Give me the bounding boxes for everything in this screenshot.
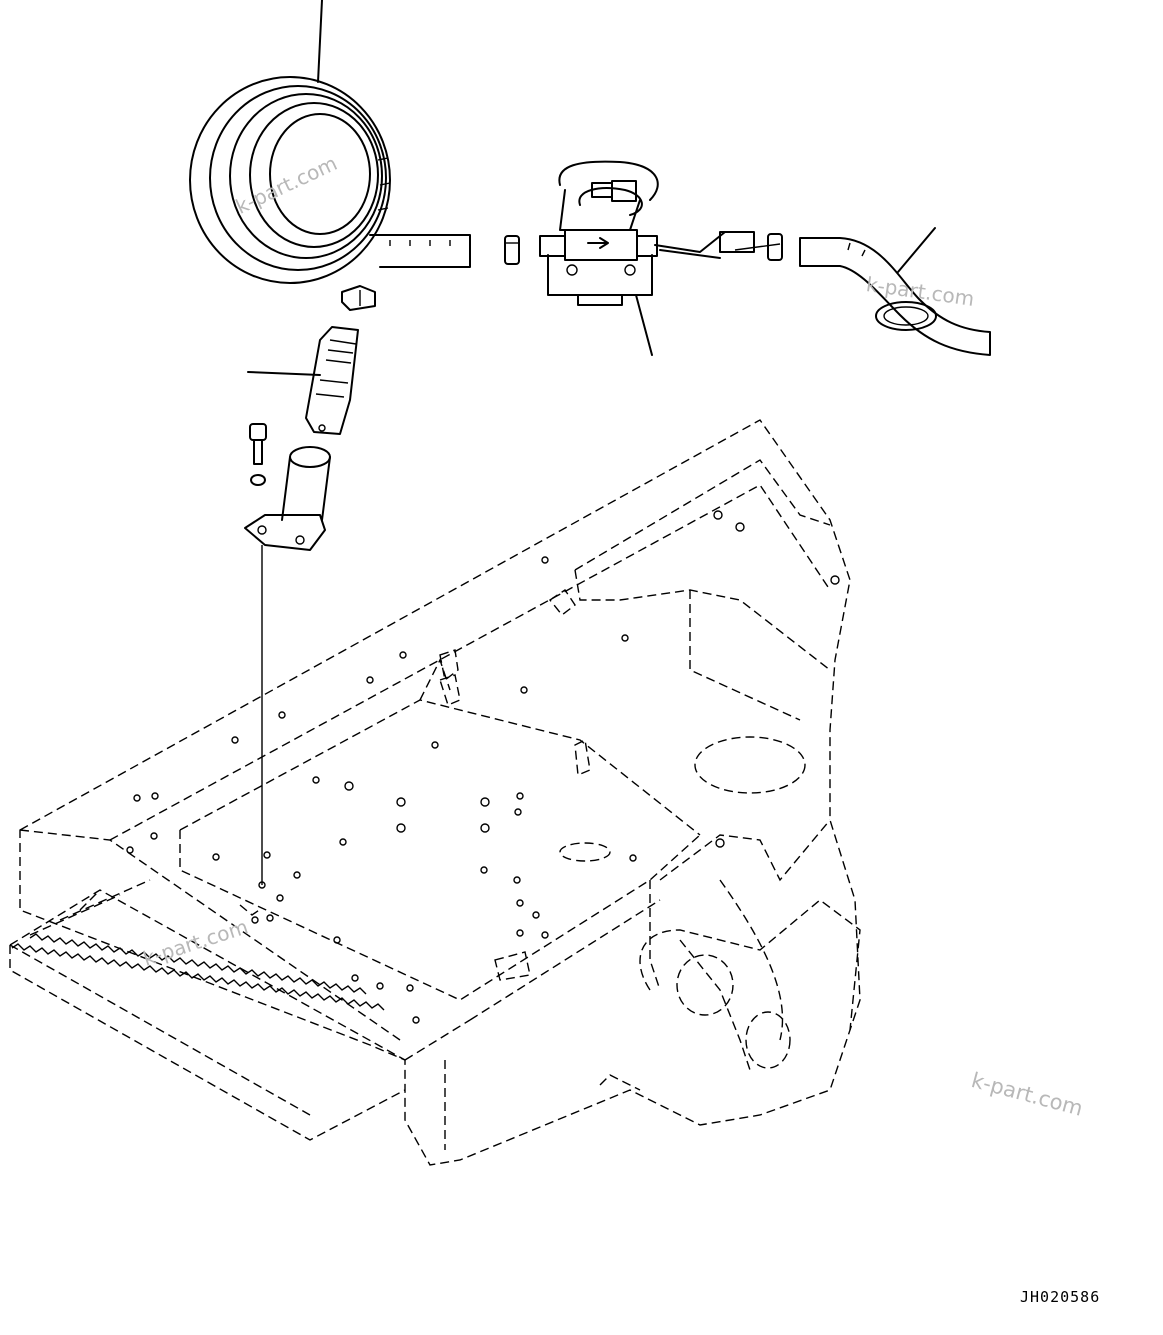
bent-pipe [799, 237, 991, 356]
coiled-hose [189, 76, 471, 284]
leader-line-nipple [247, 371, 321, 376]
hose-nipple [305, 326, 359, 435]
fitting-right [767, 233, 783, 261]
leader-line-pipe [897, 227, 936, 273]
washer [250, 474, 266, 486]
hose-clamp [341, 285, 376, 311]
bolt [249, 423, 267, 465]
drawing-number: JH020586 [1020, 1288, 1101, 1306]
machine-frame [19, 419, 861, 1166]
leader-line-valve [635, 294, 653, 356]
pipe-tube-flange [244, 446, 331, 551]
leader-line-hose [317, 0, 323, 83]
frame-holes [126, 510, 840, 1024]
fitting-left [504, 235, 520, 265]
step [9, 879, 406, 1141]
valve-assembly [539, 160, 781, 306]
